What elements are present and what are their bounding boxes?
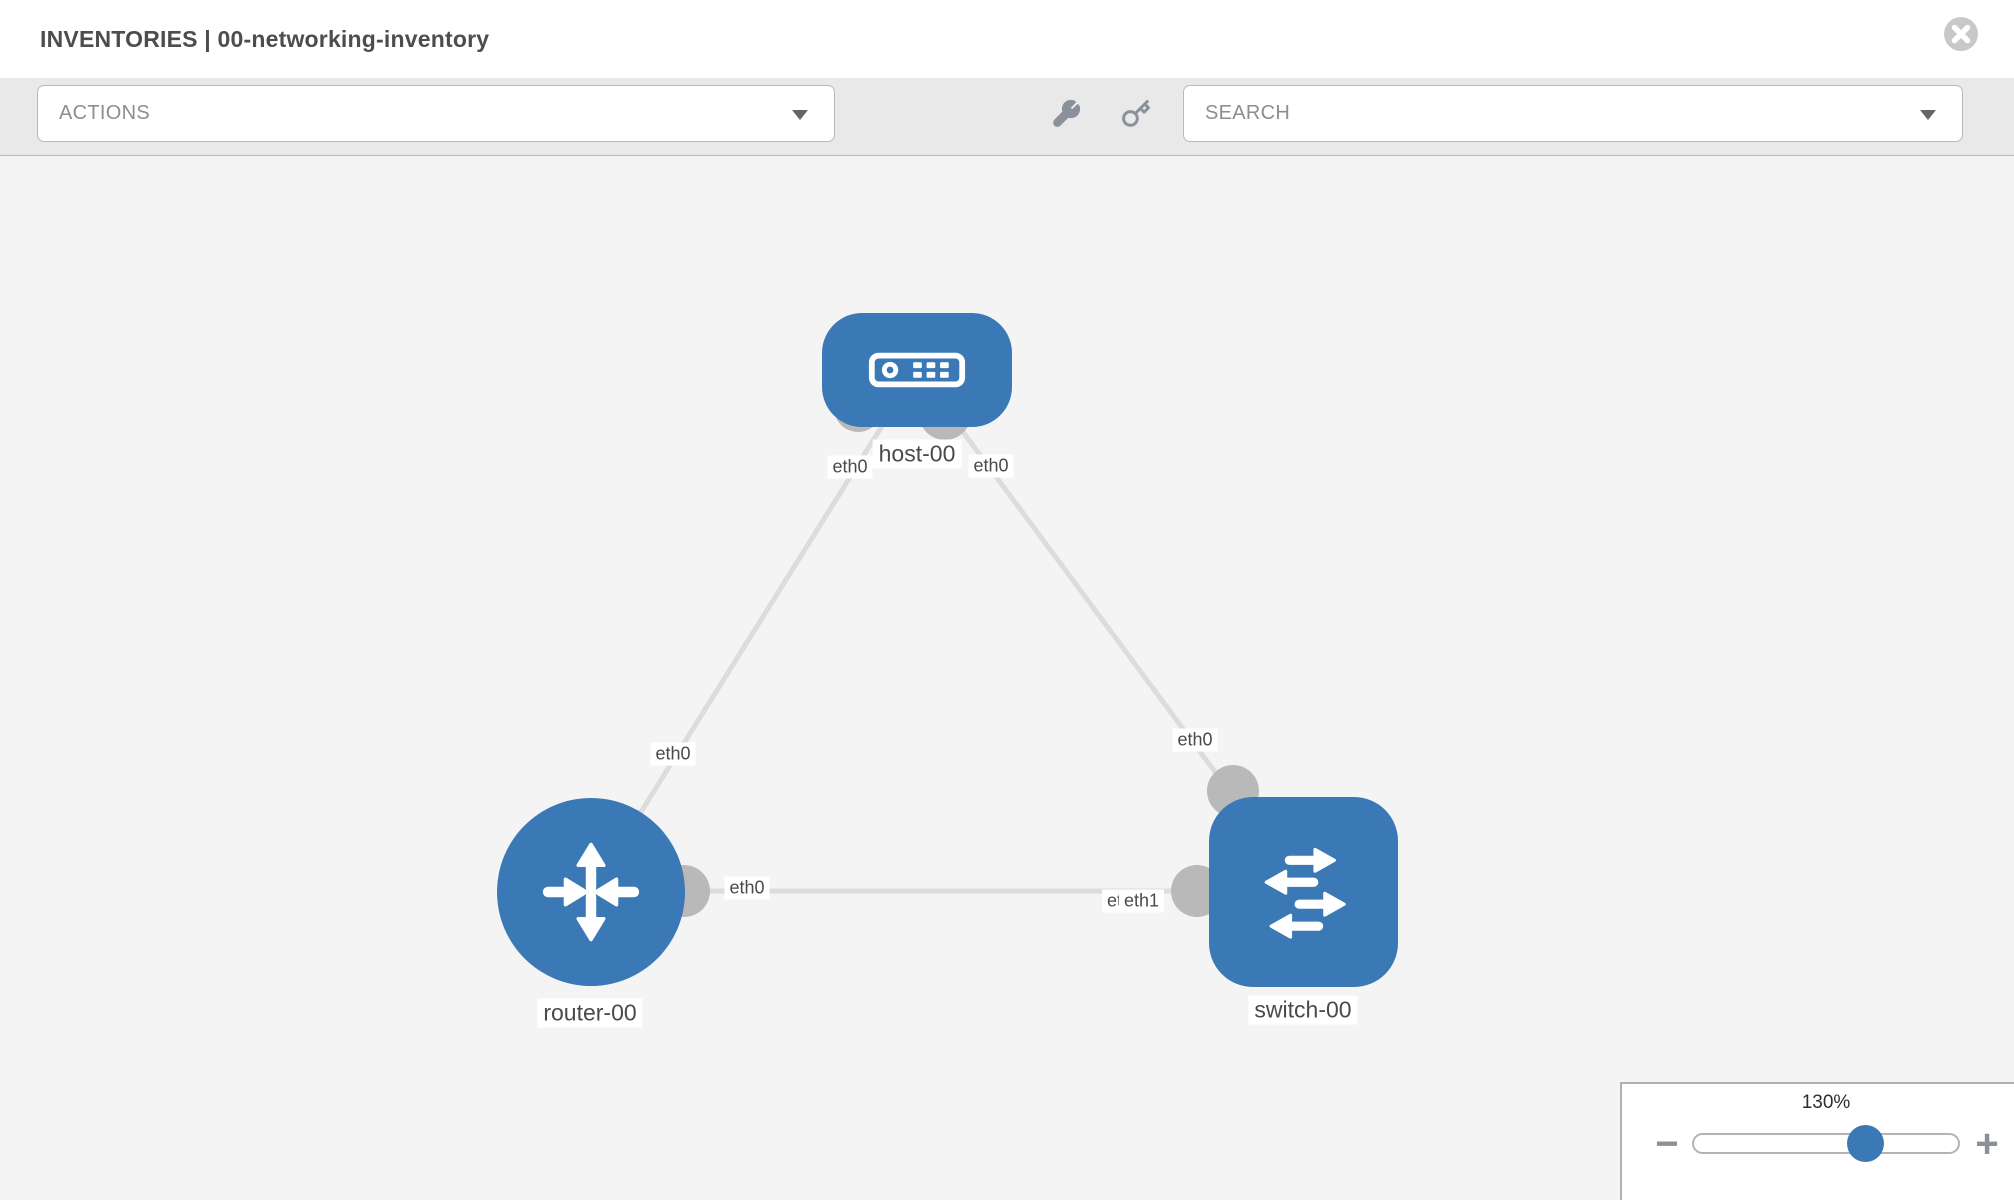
zoom-slider-track[interactable] xyxy=(1692,1133,1960,1154)
interface-label: eth0 xyxy=(724,876,770,900)
interface-label: eth1 xyxy=(1119,889,1165,913)
wrench-icon[interactable] xyxy=(1044,92,1088,136)
zoom-slider-thumb[interactable] xyxy=(1847,1125,1884,1162)
zoom-level-value: 130% xyxy=(1801,1092,1851,1113)
links-layer xyxy=(588,368,1307,917)
actions-dropdown[interactable]: ACTIONS xyxy=(37,85,835,142)
close-icon[interactable] xyxy=(1943,16,1979,52)
toolbar: ACTIONS SEARCH xyxy=(0,78,2014,157)
interface-label: eth0 xyxy=(827,455,873,479)
header-bar: INVENTORIES | 00-networking-inventory xyxy=(0,0,2014,78)
node-label-host: host-00 xyxy=(872,439,962,469)
page-title: INVENTORIES | 00-networking-inventory xyxy=(40,25,490,52)
switch-icon xyxy=(1264,847,1346,939)
node-host-00[interactable] xyxy=(822,313,1012,427)
actions-dropdown-label: ACTIONS xyxy=(59,102,150,124)
interface-label-overlap-group: eth0 eth1 xyxy=(1102,888,1172,914)
caret-down-icon xyxy=(1920,110,1936,120)
interface-label: eth0 xyxy=(1172,728,1218,752)
key-icon[interactable] xyxy=(1114,92,1158,136)
node-label-switch: switch-00 xyxy=(1248,995,1358,1025)
router-icon xyxy=(542,842,640,942)
caret-down-icon xyxy=(792,110,808,120)
search-dropdown-label: SEARCH xyxy=(1205,102,1291,124)
node-label-router: router-00 xyxy=(537,998,643,1028)
interface-label: eth0 xyxy=(650,742,696,766)
node-switch-00[interactable] xyxy=(1209,797,1398,987)
topology-canvas[interactable]: host-00 router-00 switch-00 eth0 eth0 et… xyxy=(0,156,2014,1200)
host-icon xyxy=(868,352,966,388)
zoom-in-button[interactable]: + xyxy=(1975,1122,1999,1166)
search-dropdown[interactable]: SEARCH xyxy=(1183,85,1963,142)
zoom-out-button[interactable]: − xyxy=(1655,1122,1679,1166)
node-router-00[interactable] xyxy=(497,798,685,986)
zoom-control-panel: 130% − + xyxy=(1620,1082,2014,1200)
interface-label: eth0 xyxy=(968,454,1014,478)
